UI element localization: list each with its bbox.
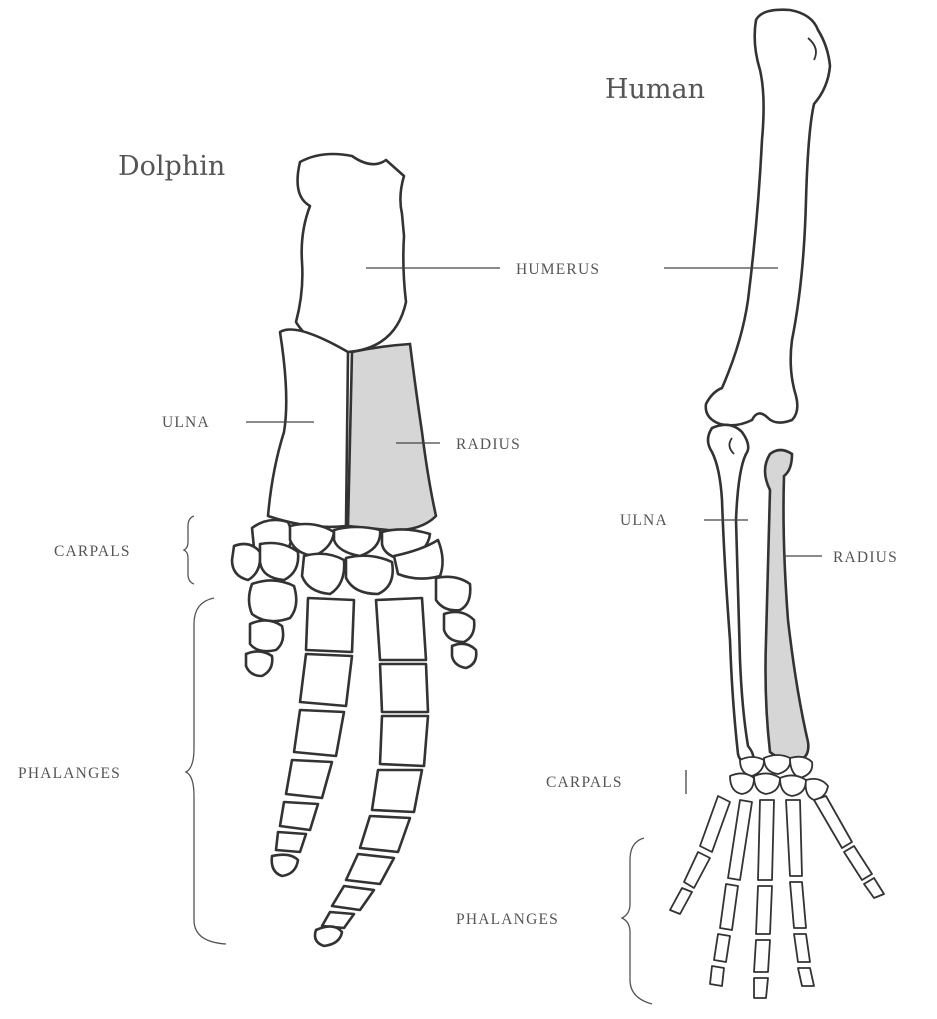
- human-phalanx: [754, 978, 768, 998]
- human-phalanx: [714, 934, 730, 962]
- human-carpal: [730, 773, 754, 794]
- dolphin-phalanx: [249, 580, 296, 621]
- dolphin-phalanx: [380, 716, 428, 766]
- human-phalanx: [798, 968, 814, 986]
- human-phalanx: [710, 966, 724, 986]
- human-radius: [765, 450, 808, 760]
- dolphin-carpal: [260, 543, 298, 580]
- dolphin-carpal: [346, 556, 393, 594]
- dolphin-phalanx: [280, 802, 318, 830]
- dolphin-phalanx: [300, 654, 352, 706]
- human-carpal: [764, 755, 790, 774]
- dolphin-phalanges-label: PHALANGES: [18, 765, 121, 782]
- human-digit: [786, 800, 814, 986]
- dolphin-carpal: [302, 554, 344, 594]
- human-digit: [814, 796, 884, 898]
- dolphin-phalanx: [272, 855, 298, 876]
- dolphin-digit: [436, 577, 476, 668]
- human-phalanx: [728, 800, 752, 880]
- human-digit: [754, 800, 774, 998]
- human-phalanx: [794, 934, 810, 962]
- dolphin-phalanx: [444, 612, 474, 642]
- human-phalanx: [670, 888, 692, 914]
- human-phalanx: [864, 878, 884, 898]
- human-radius-label: RADIUS: [833, 549, 898, 566]
- dolphin-digit: [246, 580, 296, 676]
- human-phalanx: [758, 800, 774, 880]
- dolphin-phalanx: [376, 598, 426, 660]
- dolphin-phalanx: [360, 816, 410, 852]
- human-carpal: [780, 775, 806, 796]
- dolphin-phalanx: [372, 770, 422, 812]
- human-ulna: [708, 425, 753, 763]
- dolphin-phalanx: [380, 664, 428, 712]
- human-carpal: [754, 773, 780, 794]
- dolphin-humerus: [296, 154, 406, 352]
- human-humerus: [706, 10, 830, 426]
- dolphin-phalanx: [276, 832, 306, 852]
- dolphin-radius: [348, 344, 436, 530]
- human-phalanx: [814, 796, 852, 848]
- dolphin-phalanges-brace: [186, 598, 226, 944]
- dolphin-phalanx: [286, 760, 332, 798]
- dolphin-radius-label: RADIUS: [456, 436, 521, 453]
- dolphin-flipper: Dolphin ULNA RADIUS CARPALS PHALANGES: [18, 151, 521, 946]
- human-title: Human: [605, 74, 705, 105]
- dolphin-phalanx: [246, 651, 272, 676]
- human-arm: Human ULNA RADIUS CARPALS PHALANGES: [456, 10, 898, 1004]
- humerus-label: HUMERUS: [516, 261, 600, 278]
- human-phalanges-brace: [622, 838, 652, 1004]
- human-carpals-label: CARPALS: [546, 774, 623, 791]
- dolphin-ulna: [268, 330, 348, 527]
- dolphin-digit: [272, 598, 354, 876]
- dolphin-phalanx: [332, 886, 374, 910]
- human-phalanx: [844, 846, 872, 880]
- human-phalanx: [684, 852, 710, 888]
- dolphin-carpals-label: CARPALS: [54, 543, 131, 560]
- human-phalanx: [790, 882, 806, 928]
- human-phalanx: [700, 796, 730, 852]
- dolphin-phalanx: [250, 620, 283, 651]
- dolphin-phalanx: [346, 854, 394, 884]
- dolphin-title: Dolphin: [118, 151, 225, 182]
- dolphin-phalanx: [315, 926, 342, 946]
- dolphin-carpals-brace: [184, 516, 194, 584]
- dolphin-phalanx: [452, 644, 476, 668]
- human-carpals: [730, 755, 828, 800]
- human-ulna-label: ULNA: [620, 512, 668, 529]
- human-phalanx: [720, 884, 738, 930]
- human-digit: [670, 796, 730, 914]
- human-phalanx: [754, 940, 770, 972]
- human-phalanx: [756, 886, 772, 934]
- dolphin-phalanx: [294, 710, 344, 756]
- human-phalanges-label: PHALANGES: [456, 911, 559, 928]
- humerus-callout: HUMERUS: [366, 261, 778, 278]
- dolphin-carpal: [334, 527, 380, 556]
- dolphin-phalanx: [306, 598, 354, 652]
- dolphin-ulna-label: ULNA: [162, 414, 210, 431]
- human-phalanx: [786, 800, 802, 876]
- dolphin-phalanx: [436, 577, 470, 610]
- dolphin-carpal: [232, 544, 260, 580]
